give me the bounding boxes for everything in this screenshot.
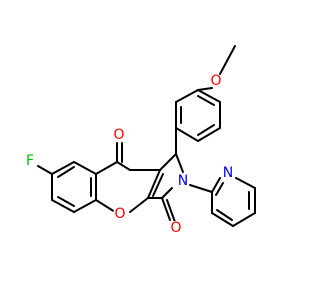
pyrrolidinone-ring <box>129 153 184 199</box>
fluoro-bond <box>37 165 53 175</box>
atom-amide-oxygen: O <box>169 220 183 236</box>
pyran-oxygen-label: O <box>114 206 125 222</box>
lactam-nitrogen-label: N <box>178 173 188 189</box>
atom-pyridine-nitrogen: N <box>221 165 235 181</box>
chromone-core <box>51 161 149 213</box>
structure-drawing: O F O N N O O <box>23 45 256 236</box>
atom-ketone-oxygen: O <box>112 127 126 143</box>
methoxy-oxygen-label: O <box>210 73 221 89</box>
atom-methoxy-oxygen: O <box>209 73 223 89</box>
atom-fluorine: F <box>23 153 37 169</box>
pyridine-nitrogen-label: N <box>223 165 233 181</box>
ketone-group <box>116 142 131 171</box>
methoxyphenyl-ring <box>175 89 221 142</box>
molecule-canvas: O F O N N O O <box>23 45 256 236</box>
ketone-oxygen-label: O <box>113 127 124 143</box>
fluorine-label: F <box>26 153 34 169</box>
n-pyridyl-bond <box>189 184 213 193</box>
methoxy-group <box>197 45 236 91</box>
atom-pyran-oxygen: O <box>113 206 127 222</box>
amide-carbonyl <box>161 197 176 223</box>
atom-lactam-nitrogen: N <box>176 173 190 189</box>
amide-oxygen-label: O <box>170 220 181 236</box>
pyridine-ring <box>211 177 256 227</box>
